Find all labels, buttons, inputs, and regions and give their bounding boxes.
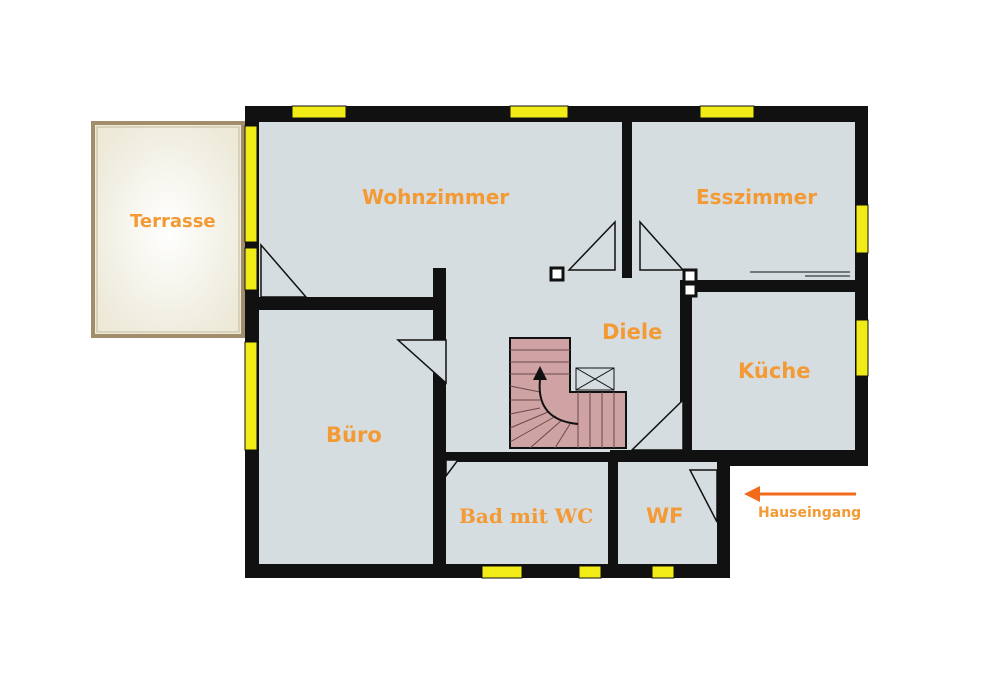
room-bad <box>446 462 608 564</box>
door-swings <box>260 220 718 523</box>
skylight <box>575 367 615 391</box>
room-label-wohnzimmer: Wohnzimmer <box>362 185 510 209</box>
terrace-area <box>91 121 245 338</box>
staircase <box>509 337 627 449</box>
room-label-buero: Büro <box>326 423 382 447</box>
entrance-arrow <box>744 486 856 502</box>
room-kueche <box>692 292 855 450</box>
room-label-kueche: Küche <box>738 359 811 383</box>
room-label-esszimmer: Esszimmer <box>696 185 818 209</box>
columns <box>549 266 698 298</box>
room-buero <box>259 310 433 564</box>
entrance-label: Hauseingang <box>758 505 862 521</box>
room-label-wf: WF <box>646 504 684 528</box>
room-label-bad: Bad mit WC <box>459 504 594 528</box>
room-label-diele: Diele <box>602 320 663 344</box>
windows <box>244 105 869 579</box>
sliding-door <box>750 271 850 277</box>
room-label-terrasse: Terrasse <box>130 211 216 232</box>
